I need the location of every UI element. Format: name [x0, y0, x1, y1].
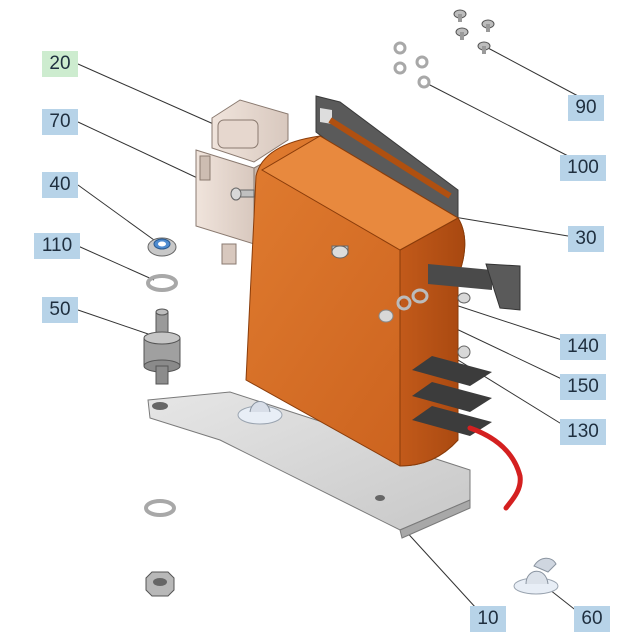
label-part-40: 40: [42, 172, 78, 198]
label-part-50: 50: [42, 297, 78, 323]
label-part-90: 90: [568, 95, 604, 121]
label-part-130: 130: [560, 419, 606, 445]
red-wire: [467, 425, 523, 511]
screws-90: [453, 9, 495, 54]
lower-washer: [144, 499, 176, 517]
body-washers: [378, 288, 429, 323]
lower-nut: [145, 571, 175, 597]
label-part-10: 10: [470, 606, 506, 632]
label-part-70: 70: [42, 109, 78, 135]
label-part-110: 110: [34, 233, 80, 259]
label-part-20: 20: [42, 51, 78, 77]
body-screw: [331, 245, 349, 259]
nut-40: [147, 237, 177, 257]
valve-screw: [230, 187, 255, 201]
label-part-60: 60: [574, 606, 610, 632]
washers-100: [393, 41, 431, 89]
base-plate: [147, 391, 471, 539]
label-part-30: 30: [568, 226, 604, 252]
suction-foot-under: [237, 401, 283, 425]
label-part-150: 150: [560, 374, 606, 400]
label-part-100: 100: [560, 155, 606, 181]
label-part-140: 140: [560, 334, 606, 360]
washer-110: [146, 274, 178, 292]
suction-foot-60: [513, 557, 559, 595]
damper-50: [143, 308, 181, 385]
solenoid-valve: [195, 99, 289, 265]
